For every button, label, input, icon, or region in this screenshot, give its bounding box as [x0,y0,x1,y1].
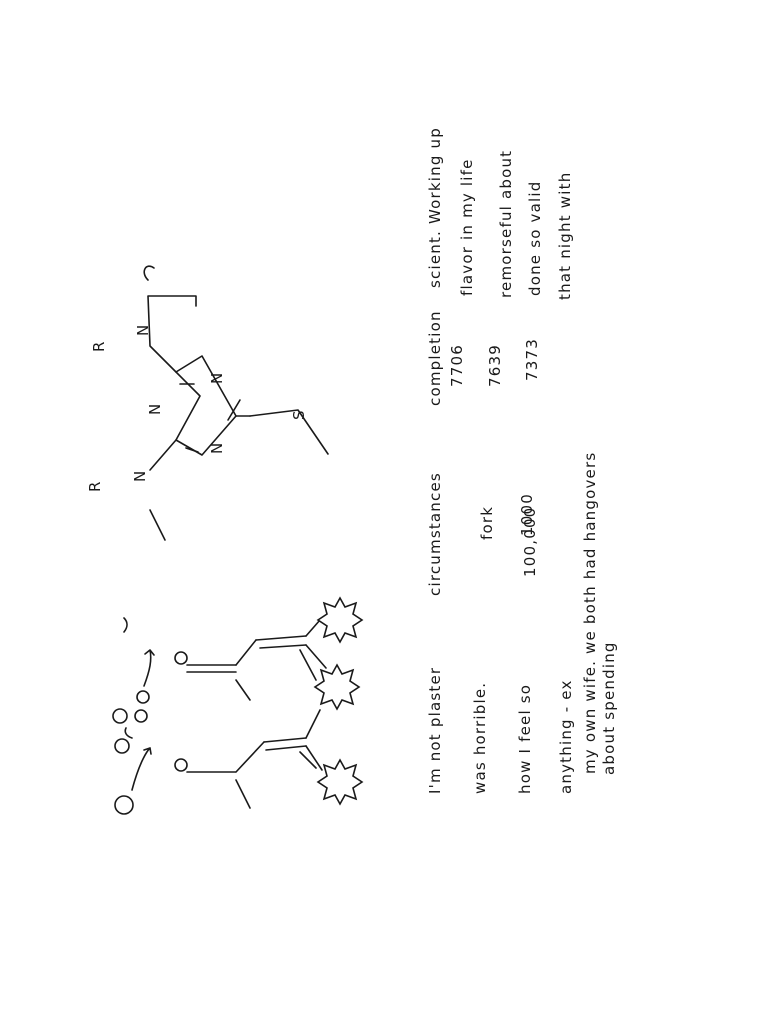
handwritten-note: I'm not plaster was horrible. how I feel… [426,127,618,794]
note-line: my own wife. we both had hangovers [581,452,599,774]
note-line: was horrible. [471,682,489,794]
atom-label: N [208,373,226,384]
atom-label: N [146,404,164,415]
star-shape [316,758,364,806]
reaction-arrows-sketch [112,617,155,815]
triazine-molecule: N N N N N R R S [86,265,329,541]
note-line: anything - ex [557,679,575,794]
atom-label: R [86,482,104,492]
star-structure-drawing [174,596,364,809]
note-line: that night with [556,172,574,300]
star-shape [313,663,361,711]
note-line: remorseful about [497,150,515,298]
note-line: about spending [600,641,618,775]
note-line: fork [478,506,496,540]
atom-label: N [131,471,149,482]
note-line: 100,000 [521,507,539,577]
note-line: circumstances [426,472,444,596]
note-line: 1000 [518,493,536,536]
atom-label: R [90,342,108,352]
note-line: 7706 [448,344,466,387]
atom-label: N [208,443,226,454]
note-line: completion [426,310,444,406]
note-line: 7373 [523,338,541,381]
note-line: how I feel so [516,684,534,794]
star-shape [316,596,364,644]
atom-label: S [290,410,308,420]
note-line: done so valid [526,181,544,297]
note-line: 7639 [486,344,504,387]
note-line: scient. Working up [426,127,444,288]
note-line: flavor in my life [458,158,476,296]
atom-label: N [134,325,152,336]
note-line: I'm not plaster [426,667,444,794]
